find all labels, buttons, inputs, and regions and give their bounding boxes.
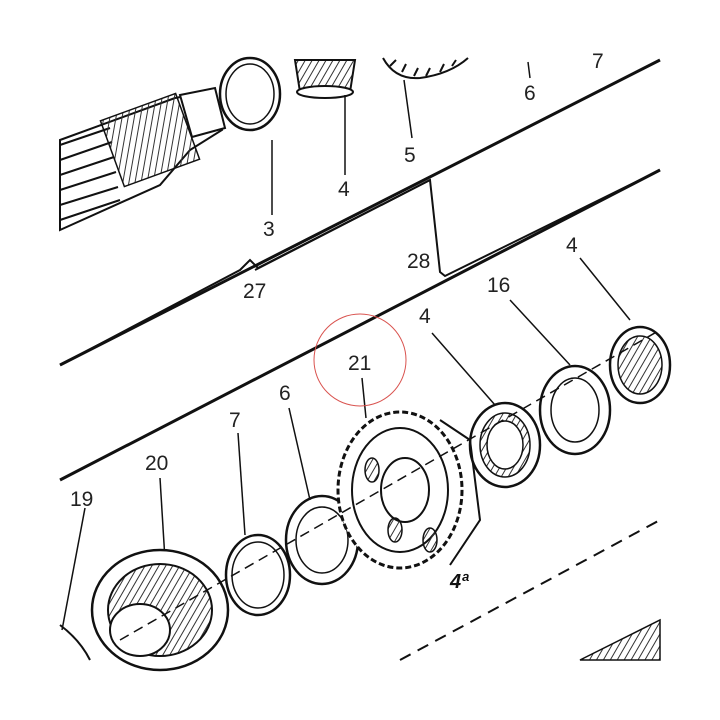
- needle-bearing-4-right: [608, 325, 672, 405]
- lower-dashed-line: [399, 519, 661, 661]
- callout-7-top: 7: [592, 50, 604, 73]
- callout-20: 20: [145, 452, 168, 475]
- callout-4-b: 4: [566, 234, 578, 257]
- highlight-circle: [313, 313, 407, 407]
- callout-6: 6: [279, 382, 291, 405]
- needle-bearing-4-top: [293, 59, 357, 99]
- callout-19: 19: [70, 488, 93, 511]
- gear-19-20: [59, 548, 230, 672]
- lower-shaft-line: [59, 168, 661, 482]
- leader-lines: [61, 61, 631, 631]
- partial-part-bottom-right: [579, 618, 661, 661]
- callout-4-top: 4: [338, 178, 350, 201]
- needle-bearing-4-lower: [468, 401, 542, 489]
- callout-27: 27: [243, 280, 266, 303]
- upper-shaft-line: [59, 58, 661, 367]
- upper-shaft: [59, 86, 227, 232]
- bracket-28: [254, 169, 661, 278]
- callout-5: 5: [404, 144, 416, 167]
- callout-6-top: 6: [524, 82, 536, 105]
- callout-16: 16: [487, 274, 510, 297]
- gear-21: [336, 410, 482, 570]
- callout-4-a: 4: [419, 305, 431, 328]
- callout-21: 21: [348, 352, 371, 375]
- snap-ring-3: [218, 56, 282, 132]
- callout-28: 28: [407, 250, 430, 273]
- callout-7: 7: [229, 409, 241, 432]
- snap-ring-7: [224, 533, 292, 617]
- callout-3: 3: [263, 218, 275, 241]
- washer-16: [538, 364, 612, 456]
- gear-5-top: [382, 57, 469, 80]
- axis-line: [119, 329, 661, 641]
- gear-ratio-label: 4ª: [449, 571, 469, 593]
